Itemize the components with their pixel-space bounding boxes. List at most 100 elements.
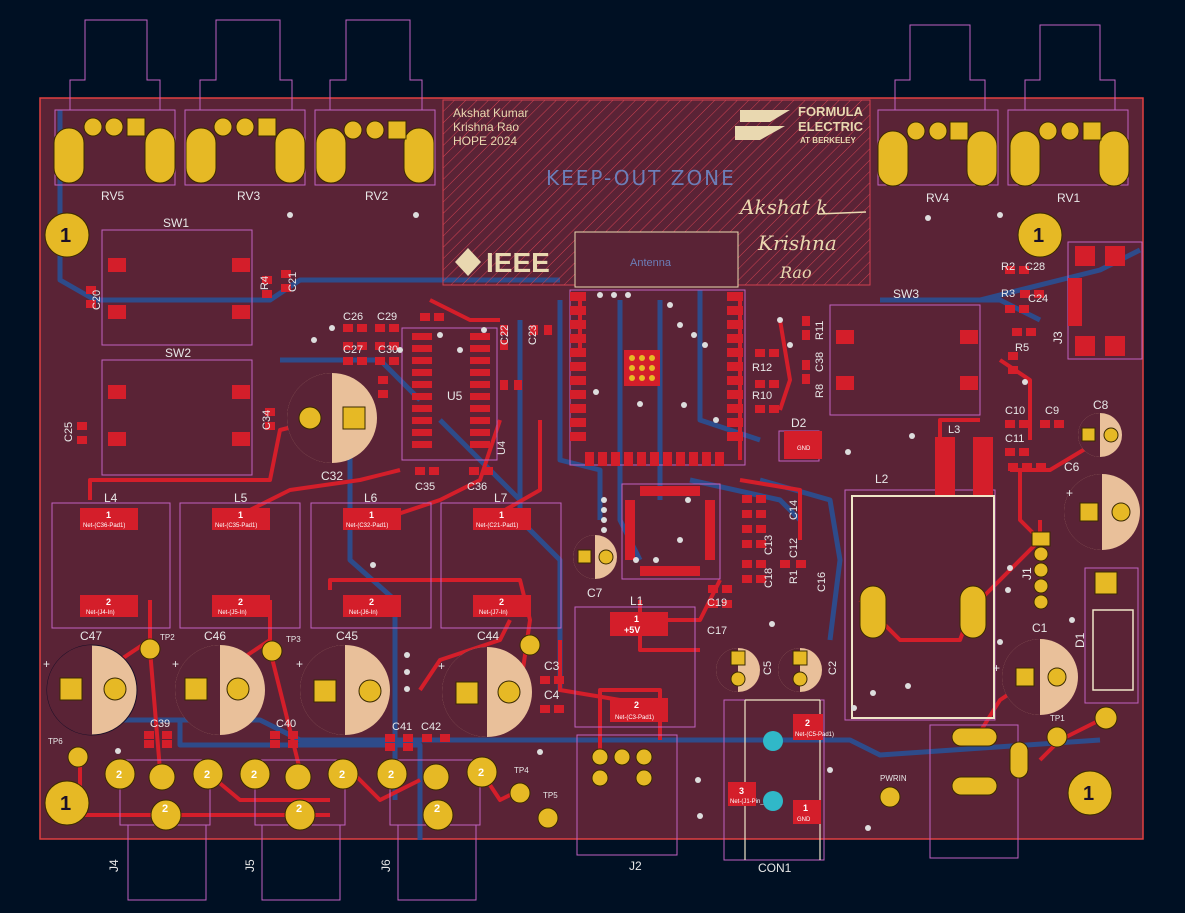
- svg-text:Net-(J1-Pin_1): Net-(J1-Pin_1): [730, 799, 769, 805]
- ref-c30: C30: [378, 344, 398, 356]
- ref-d1: D1: [1073, 632, 1087, 648]
- rv3-pads: [185, 117, 306, 184]
- ref-c45: C45: [336, 629, 358, 643]
- ref-c38: C38: [814, 352, 826, 372]
- ref-j2: J2: [629, 859, 642, 873]
- keepout-label: KEEP-OUT ZONE: [546, 166, 736, 190]
- svg-text:Net-(J5-In): Net-(J5-In): [218, 610, 247, 616]
- reference-designators: RV5 RV3 RV2 RV4 RV1 SW1 SW2 SW3 C20 C21 …: [48, 189, 1109, 875]
- rv1-pads: [1009, 121, 1130, 187]
- ref-c25: C25: [63, 422, 75, 442]
- svg-text:1: 1: [1083, 783, 1094, 805]
- credit-project: HOPE 2024: [453, 134, 517, 148]
- ref-r11: R11: [814, 321, 826, 340]
- potentiometer-pads: [53, 117, 1130, 187]
- svg-text:2: 2: [116, 769, 122, 781]
- ref-tp4: TP4: [514, 766, 529, 775]
- ref-sw2: SW2: [165, 346, 191, 360]
- rv2-pads: [315, 120, 435, 184]
- ref-c36: C36: [467, 481, 487, 493]
- ref-c9: C9: [1045, 405, 1059, 417]
- svg-text:2: 2: [499, 597, 504, 607]
- svg-text:2: 2: [162, 803, 168, 815]
- c5-body: [716, 648, 760, 692]
- ref-l5: L5: [234, 491, 248, 505]
- ref-c6: C6: [1064, 460, 1080, 474]
- electrolytic-capacitors: + + + + + +: [43, 373, 1140, 737]
- ref-r1: R1: [788, 570, 800, 584]
- ref-l3: L3: [948, 424, 960, 436]
- c47-body: [46, 644, 138, 736]
- logo-line1: FORMULA: [798, 104, 864, 119]
- ref-l6: L6: [364, 491, 378, 505]
- ref-j4: J4: [107, 859, 121, 872]
- ref-c24: C24: [1028, 293, 1048, 305]
- ref-tp5: TP5: [543, 791, 558, 800]
- vias: [115, 212, 1075, 831]
- ref-c18: C18: [763, 568, 775, 588]
- ref-l7: L7: [494, 491, 508, 505]
- svg-text:+5V: +5V: [624, 625, 640, 635]
- ref-c40: C40: [276, 718, 296, 730]
- svg-text:2: 2: [634, 700, 639, 710]
- ref-d2: D2: [791, 416, 807, 430]
- c32-body: [287, 373, 377, 463]
- svg-text:1: 1: [634, 614, 639, 624]
- credit-name1: Akshat Kumar: [453, 106, 528, 120]
- svg-text:2: 2: [106, 597, 111, 607]
- power-jack-pads: [951, 727, 1029, 796]
- ref-c28: C28: [1025, 261, 1045, 273]
- j5-pads: [239, 758, 359, 831]
- signature-2: Krishna: [757, 231, 837, 255]
- c44-body: [442, 647, 532, 737]
- ref-c29: C29: [377, 311, 397, 323]
- antenna-label: Antenna: [630, 257, 672, 269]
- svg-text:GND: GND: [797, 817, 811, 823]
- ref-c19: C19: [707, 597, 727, 609]
- ref-r3: R3: [1001, 288, 1015, 300]
- c7-body: [573, 535, 617, 579]
- ref-c11: C11: [1005, 433, 1024, 445]
- c45-body: [300, 645, 390, 735]
- c46-body: [175, 645, 265, 735]
- j6-pads: [376, 756, 498, 831]
- ref-r4: R4: [259, 276, 271, 290]
- ref-rv3: RV3: [237, 189, 260, 203]
- ref-l1: L1: [630, 594, 644, 608]
- j4-pads: [104, 758, 224, 831]
- ref-c35: C35: [415, 481, 435, 493]
- ref-c2: C2: [827, 661, 839, 675]
- svg-text:1: 1: [803, 803, 808, 813]
- formula-electric-logo: FORMULA ELECTRIC AT BERKELEY: [735, 104, 864, 145]
- svg-text:1: 1: [60, 225, 71, 247]
- ref-r12: R12: [752, 362, 772, 374]
- svg-text:+: +: [993, 661, 1000, 675]
- ref-j1: J1: [1020, 567, 1034, 580]
- svg-text:GND: GND: [797, 446, 811, 452]
- svg-text:1: 1: [1033, 225, 1044, 247]
- rv5-pads: [53, 117, 176, 184]
- ref-c27: C27: [343, 344, 363, 356]
- ref-c12: C12: [788, 538, 800, 558]
- ref-sw3: SW3: [893, 287, 919, 301]
- ref-c23: C23: [527, 325, 539, 345]
- svg-text:1: 1: [106, 510, 111, 520]
- svg-text:1: 1: [60, 793, 71, 815]
- signature-3: Rao: [779, 263, 812, 282]
- svg-text:Net-(J4-In): Net-(J4-In): [86, 610, 115, 616]
- svg-text:Net-(C5-Pad1): Net-(C5-Pad1): [795, 732, 834, 738]
- ref-c3: C3: [544, 659, 560, 673]
- ic-pads: [412, 333, 715, 576]
- ref-c1: C1: [1032, 621, 1048, 635]
- ref-j6: J6: [379, 859, 393, 872]
- ref-tp1: TP1: [1050, 714, 1065, 723]
- ref-con1: CON1: [758, 861, 792, 875]
- ref-c8: C8: [1093, 398, 1109, 412]
- ref-r5: R5: [1015, 342, 1029, 354]
- svg-text:+: +: [1066, 486, 1073, 500]
- ref-c17: C17: [707, 625, 727, 637]
- ref-c44: C44: [477, 629, 499, 643]
- svg-text:+: +: [438, 659, 445, 673]
